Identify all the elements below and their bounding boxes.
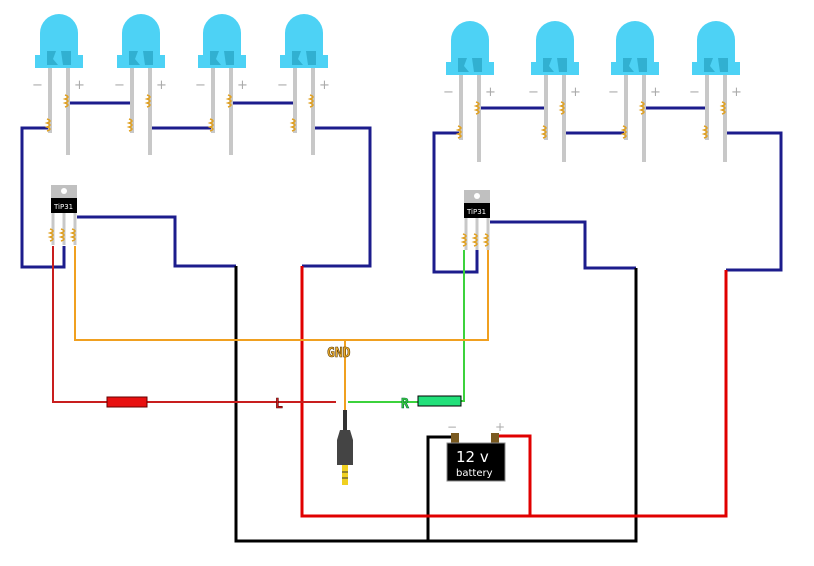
lead-coil-icon [207,118,214,132]
lead-coil-icon [307,94,314,108]
battery-name: battery [456,468,493,479]
led-plus-label: + [319,78,330,93]
led-icon: −+ [528,21,581,162]
led-icon: −+ [195,14,248,155]
ground-wire [234,266,638,543]
led-plus-label: + [485,85,496,100]
lead-coil-icon [58,228,65,242]
led-icon: −+ [277,14,330,155]
transistor: TiP31 [47,185,77,245]
lead-coil-icon [638,101,645,115]
led-wire [432,131,479,274]
led-wire [490,220,636,270]
battery-plus: + [495,420,505,434]
lead-coil-icon [455,125,462,139]
led-icon: −+ [443,21,496,162]
led-icon: −+ [608,21,661,162]
gnd-label: GND [327,346,351,361]
lead-coil-icon [126,118,133,132]
lead-coil-icon [482,233,489,247]
led-minus-label: − [528,85,539,100]
lead-coil-icon [47,228,54,242]
lead-coil-icon [620,125,627,139]
lead-coil-icon [225,94,232,108]
lead-coil-icon [69,228,76,242]
led-minus-label: − [443,85,454,100]
led-minus-label: − [114,78,125,93]
led-plus-label: + [74,78,85,93]
gnd-channel-wire [74,246,489,341]
led-minus-label: − [689,85,700,100]
wires [20,101,783,543]
left-channel-wire [52,246,107,403]
led-minus-label: − [277,78,288,93]
left-label: L [275,397,283,412]
led-wire [302,126,372,268]
right-resistor [417,395,462,407]
led-plus-label: + [570,85,581,100]
led-icon: −+ [689,21,742,162]
right-channel-wire [461,250,465,402]
positive-wire [300,266,728,518]
transistor-label: TiP31 [466,208,486,216]
lead-coil-icon [701,125,708,139]
right-label: R [401,397,409,412]
led-plus-label: + [731,85,742,100]
lead-coil-icon [44,118,51,132]
lead-coil-icon [144,94,151,108]
battery-minus: − [447,420,457,434]
led-plus-label: + [650,85,661,100]
lead-coil-icon [289,118,296,132]
led-wire [726,131,783,272]
led-minus-label: − [195,78,206,93]
left-resistor [106,396,148,408]
positive-wire [495,434,532,516]
led-plus-label: + [237,78,248,93]
lead-coil-icon [62,94,69,108]
led-minus-label: − [32,78,43,93]
transistor: TiP31 [460,190,490,250]
lead-coil-icon [473,101,480,115]
battery: − + 12 v battery [446,420,506,482]
battery-voltage: 12 v [456,448,489,466]
led-minus-label: − [608,85,619,100]
led-icon: −+ [114,14,167,155]
led-wire [77,215,236,268]
audio-jack-icon [337,410,353,485]
lead-coil-icon [558,101,565,115]
transistor-label: TiP31 [53,203,73,211]
lead-coil-icon [719,101,726,115]
leds: −+−+−+−+−+−+−+−+ [32,14,742,162]
led-icon: −+ [32,14,85,155]
lead-coil-icon [471,233,478,247]
ground-wire [426,435,455,541]
lead-coil-icon [540,125,547,139]
led-plus-label: + [156,78,167,93]
lead-coil-icon [460,233,467,247]
led-wire [20,126,66,269]
